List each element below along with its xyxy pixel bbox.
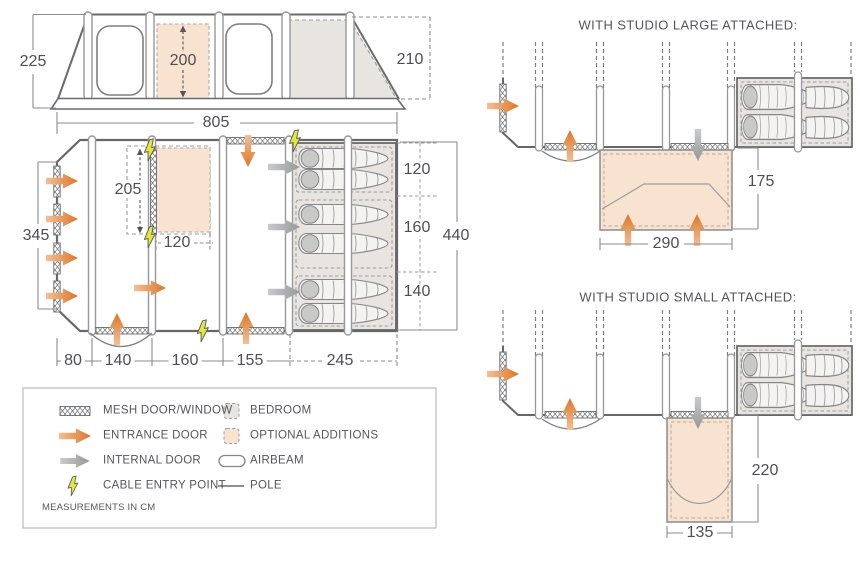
dim-805-lines (56, 112, 398, 134)
studio-large-annex (599, 149, 733, 231)
legend-label-airbeam: AIRBEAM (250, 454, 304, 467)
dim-bedroom-section-1: 120 (400, 162, 434, 178)
dim-studio-large-depth: 175 (744, 174, 778, 190)
dim-440-lines (400, 141, 458, 331)
airbeam (793, 71, 803, 153)
dim-bottom-2: 140 (101, 353, 135, 369)
dim-bottom-lines (56, 334, 398, 366)
legend-label-optional: OPTIONAL ADDITIONS (250, 429, 379, 442)
dim-120-inner-lines (152, 234, 213, 250)
dim-135-lines (666, 526, 733, 538)
sleeping-bag (805, 353, 850, 378)
dim-studio-small-depth: 220 (748, 463, 782, 479)
studio-large-title: WITH STUDIO LARGE ATTACHED: (578, 17, 798, 33)
mesh-swatch-icon (59, 406, 91, 416)
dim-bedroom-total: 440 (439, 228, 473, 244)
dim-bottom-3: 160 (168, 353, 202, 369)
dim-345-lines (37, 161, 57, 310)
dim-side-width: 345 (22, 227, 50, 244)
sleeping-bag (805, 115, 850, 140)
elevation-window (225, 23, 273, 95)
dim-bedroom-section-2: 160 (400, 220, 434, 236)
dim-bedroom-sections-lines (397, 142, 438, 331)
legend-label-cable: CABLE ENTRY POINT (103, 479, 226, 492)
dim-bottom-4: 155 (233, 353, 267, 369)
dim-ridge-height: 200 (169, 52, 197, 69)
dim-length: 805 (202, 114, 230, 131)
main-floorplan (37, 129, 458, 366)
side-elevation (32, 11, 431, 134)
elevation-airbeams (83, 11, 355, 101)
studio-small-annex (666, 417, 733, 523)
mesh-panels (499, 83, 729, 151)
sleeping-bag (805, 85, 850, 110)
legend-label-entrance: ENTRANCE DOOR (103, 429, 208, 442)
legend-label-internal: INTERNAL DOOR (103, 454, 202, 467)
elevation-window (96, 25, 144, 96)
airbeam-swatch-icon (218, 454, 246, 468)
dim-bedroom-section-3: 140 (400, 284, 434, 300)
studio-small-title: WITH STUDIO SMALL ATTACHED: (579, 289, 797, 305)
studio-small-view (487, 310, 853, 538)
dim-175-lines (733, 147, 759, 230)
dim-210-lines (352, 16, 431, 100)
airbeam (793, 339, 803, 421)
bedroom-swatch-icon (223, 403, 240, 419)
legend-label-pole: POLE (250, 479, 282, 492)
cut-beam-lines (502, 42, 852, 88)
elevation-optional-band (156, 23, 210, 100)
dim-bottom-5: 245 (323, 353, 357, 369)
studio-large-view (487, 42, 853, 250)
sleeping-bag (805, 383, 850, 408)
optional-addition-area (155, 147, 211, 233)
dim-inner-width: 120 (163, 234, 191, 251)
optional-swatch-icon (223, 428, 240, 444)
dim-height-left: 225 (19, 53, 47, 70)
dim-inner-height: 205 (111, 182, 145, 198)
dim-220-lines (733, 414, 759, 523)
dim-205-arrow (137, 148, 143, 234)
elevation-bedroom-shading (287, 19, 398, 99)
dim-height-right: 210 (396, 51, 424, 68)
mesh-panels (499, 351, 729, 419)
dim-bottom-1: 80 (61, 353, 85, 369)
dim-studio-small-width: 135 (683, 525, 717, 541)
legend-note: MEASUREMENTS IN CM (42, 502, 156, 513)
dim-290-lines (599, 238, 733, 250)
dim-studio-large-width: 290 (649, 236, 683, 252)
cut-beam-lines (502, 310, 852, 356)
door-canopy-arc (89, 332, 153, 347)
legend-box (22, 387, 437, 529)
dim-225-lines (32, 13, 86, 109)
studio-large-airbeams (534, 85, 736, 152)
groundsheet-bar (49, 97, 407, 110)
legend-label-bedroom: BEDROOM (250, 404, 312, 417)
legend-label-mesh: MESH DOOR/WINDOW (103, 404, 233, 417)
